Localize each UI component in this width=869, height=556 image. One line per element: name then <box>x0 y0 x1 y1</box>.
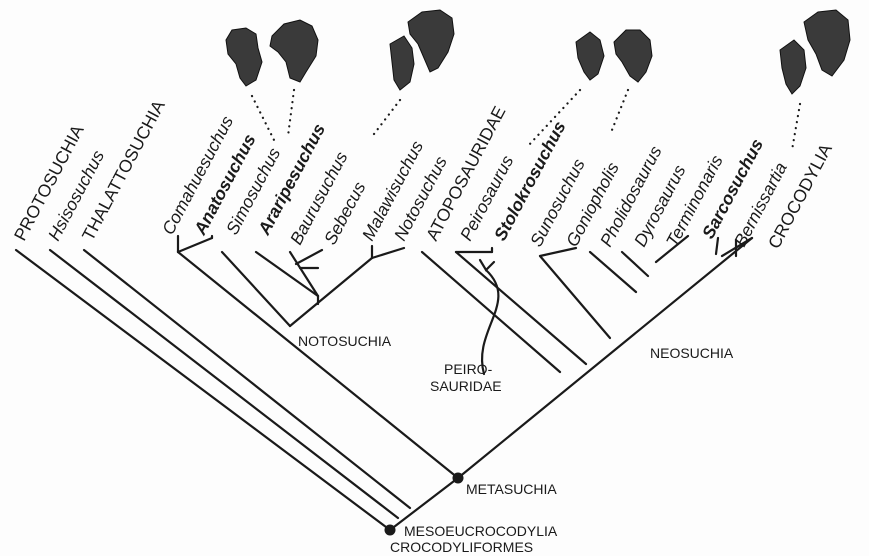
clade-label-mesoeucrocodylia: MESOEUCROCODYLIA <box>404 523 558 539</box>
skull-icon-group-sarcosuchus <box>780 10 850 94</box>
skull-connector-stolokrosuchus-2 <box>612 90 628 130</box>
peirosauridae-arrow-line <box>482 270 498 374</box>
taxon-labels: PROTOSUCHIA Hsisosuchus THALATTOSUCHIA C… <box>10 97 836 252</box>
branch-comahue-anato <box>178 238 212 252</box>
skull-icon <box>390 36 414 90</box>
skull-connector-anatosuchus-1 <box>252 96 274 140</box>
clade-label-neosuchia: NEOSUCHIA <box>650 345 734 361</box>
skull-icon <box>226 28 262 86</box>
branch-notosuchia-stem <box>178 252 458 478</box>
clade-label-metasuchia: METASUCHIA <box>466 481 557 497</box>
skull-icon <box>780 40 806 94</box>
skull-icon <box>408 10 454 72</box>
tree-branches <box>16 236 752 530</box>
branch-thalattosuchia <box>84 250 410 508</box>
node-mesoeucrocodylia <box>385 525 396 536</box>
branch-peirosaurus <box>456 252 586 364</box>
skull-icon-group-araripesuchus <box>390 10 454 90</box>
node-metasuchia <box>453 473 464 484</box>
clade-label-notosuchia: NOTOSUCHIA <box>298 333 392 349</box>
clade-label-crocodyliformes: CROCODYLIFORMES <box>390 539 533 555</box>
branch-notosuchus <box>372 248 404 258</box>
skull-icon-group-stolokrosuchus <box>576 30 652 82</box>
skull-connector-anatosuchus-2 <box>288 90 294 136</box>
skull-icon <box>576 32 604 80</box>
branch-dyrosaurus <box>622 252 648 276</box>
clade-label-peirosauridae-1: PEIRO- <box>444 361 493 377</box>
skull-icon <box>804 10 850 76</box>
skull-connector-araripesuchus <box>374 100 400 134</box>
branch-goniopholis <box>540 248 576 256</box>
clade-label-peirosauridae-2: SAURIDAE <box>430 378 502 394</box>
skull-icon-group-anatosuchus <box>226 20 318 86</box>
branch-sunosuchus <box>540 256 610 338</box>
skull-icon <box>270 20 318 82</box>
skull-connector-sarcosuchus <box>792 104 800 150</box>
peirosauridae-arrow-head <box>480 260 494 270</box>
branch-protosuchia <box>16 250 390 530</box>
branch-baurusebecus <box>296 250 322 264</box>
skull-icon <box>614 30 652 82</box>
branch-araripesuchus <box>256 252 318 296</box>
branch-atoposauridae <box>422 252 560 372</box>
